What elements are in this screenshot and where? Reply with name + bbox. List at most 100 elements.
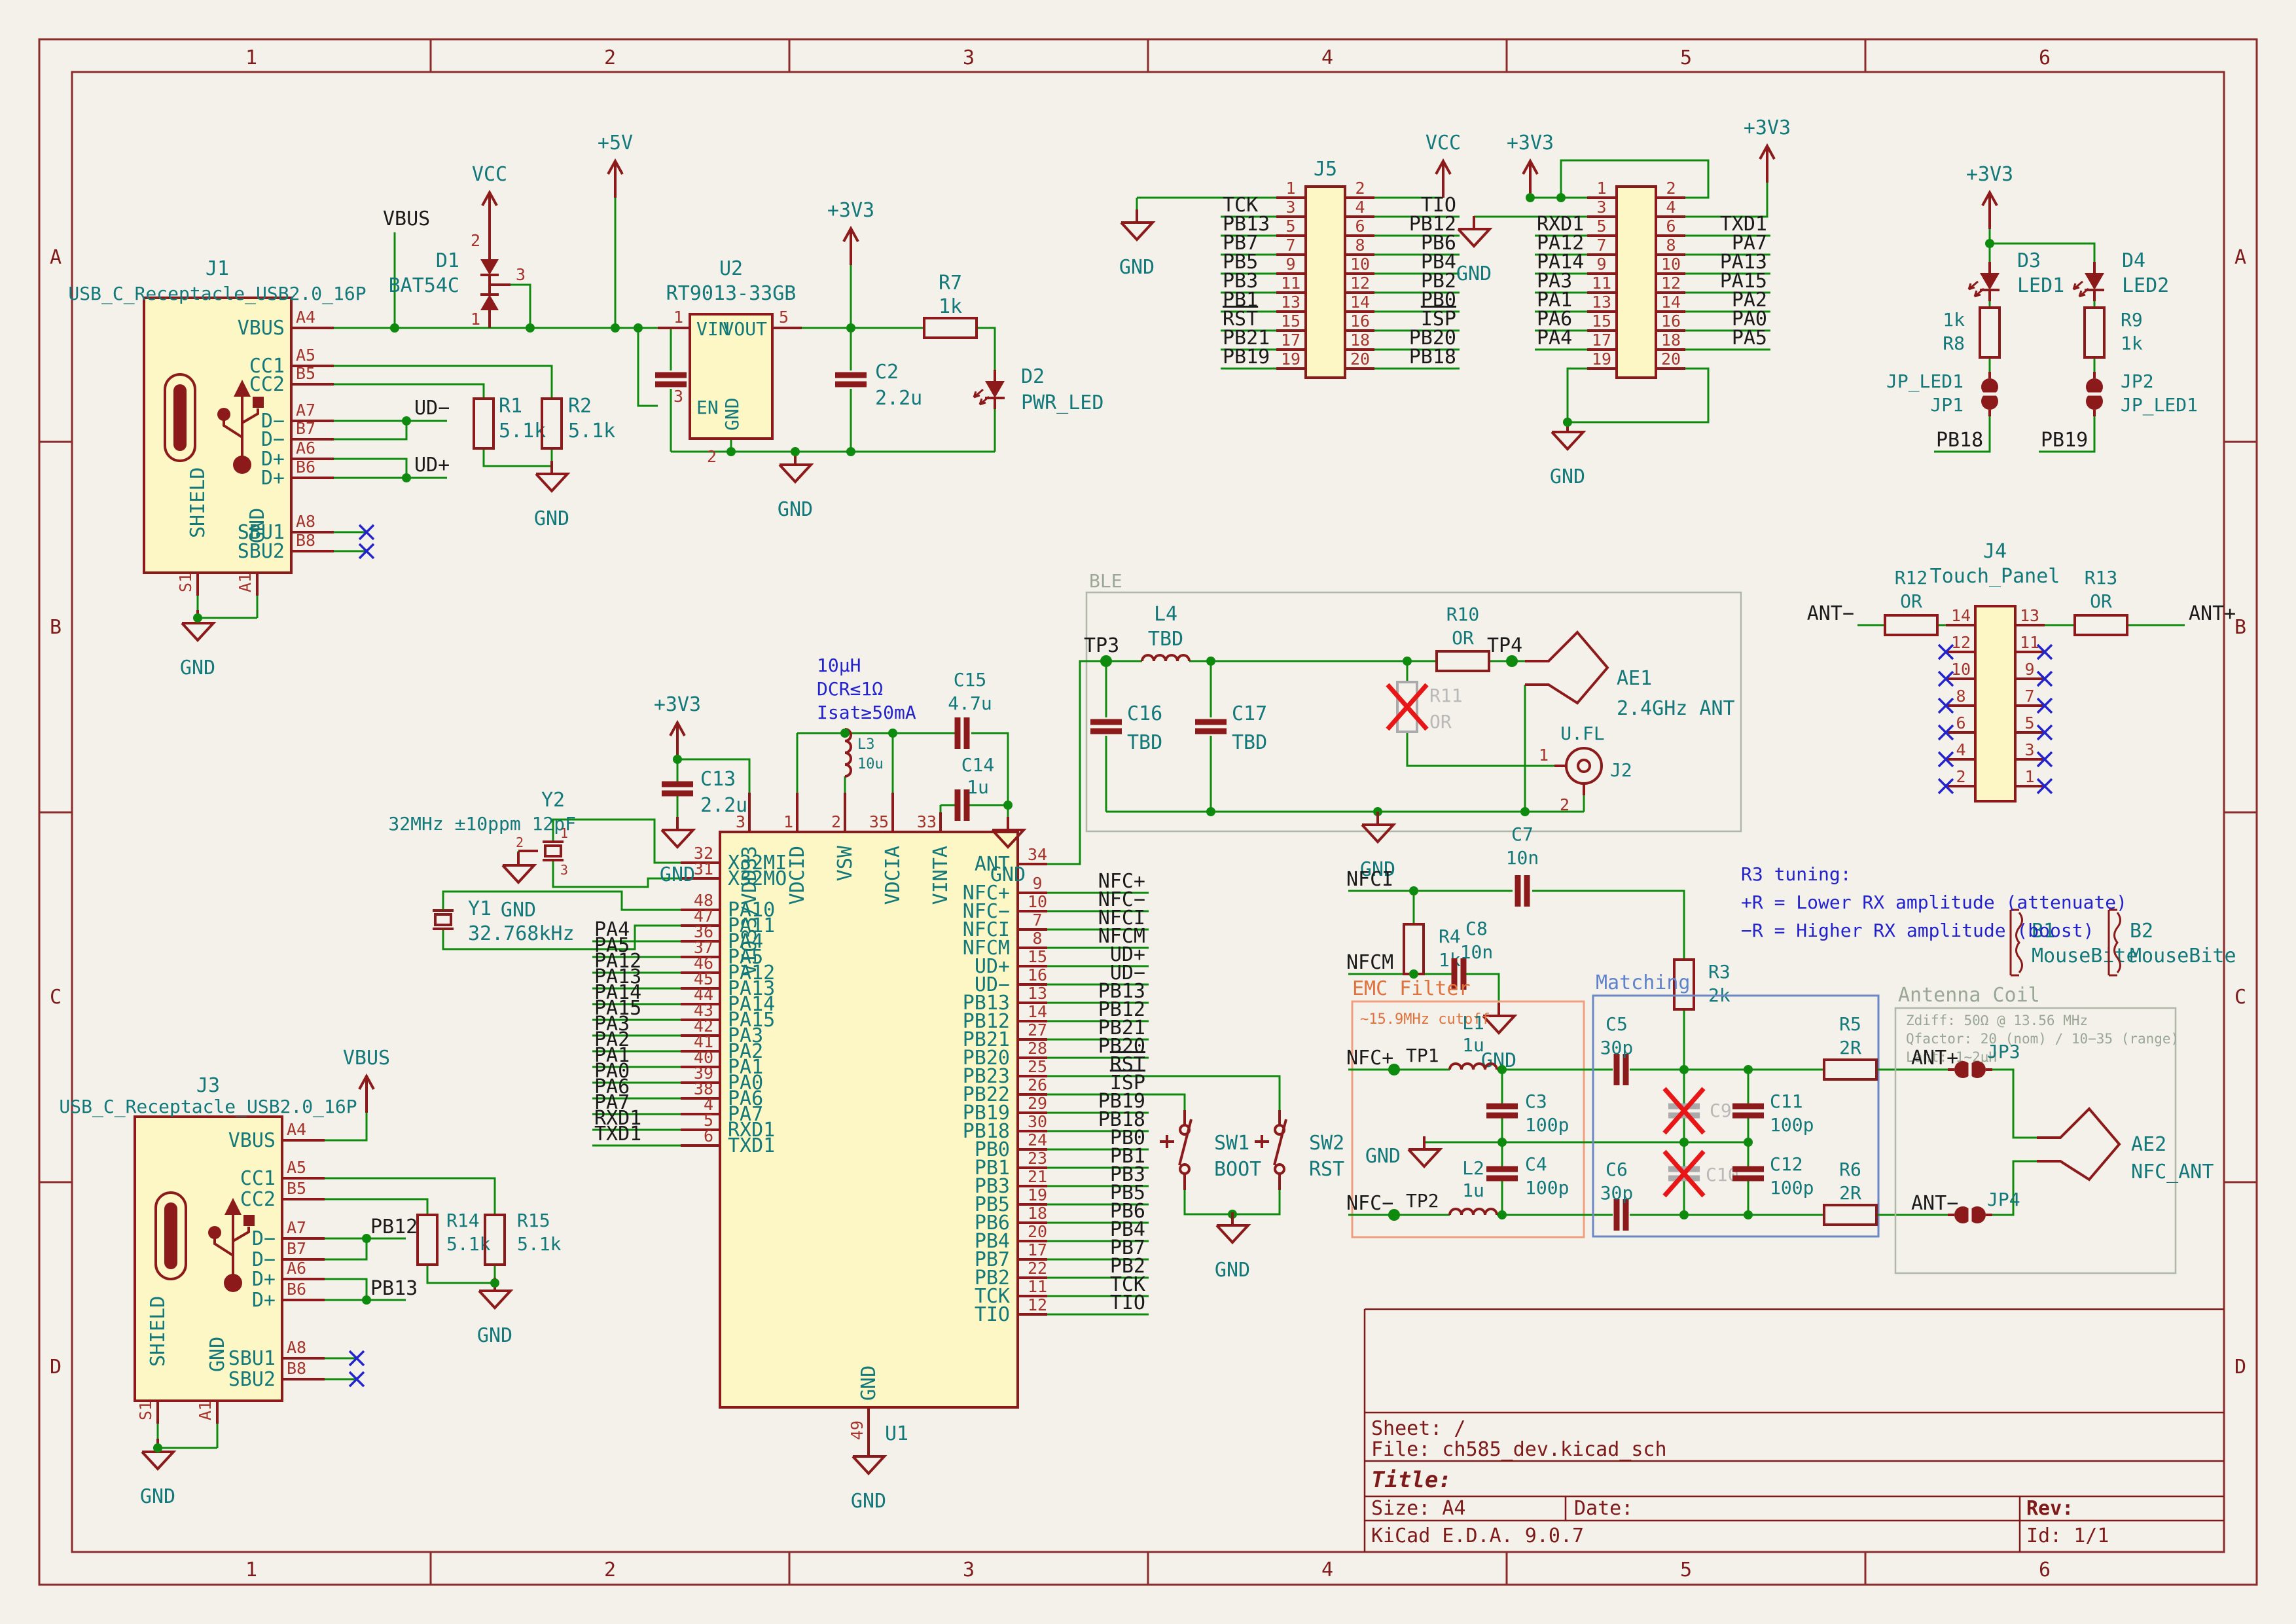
nfc-tuning-section[interactable]: NFCI NFCM C7 10n R4 1k C8 10n R3 2k GND … xyxy=(1346,823,2127,1072)
ae1-value: 2.4GHz ANT xyxy=(1617,697,1735,720)
j4-pin-num: 12 xyxy=(1951,633,1971,652)
u2-pin-num: 1 xyxy=(673,308,683,327)
component-j5[interactable]: J5 1 3 5 7 9 11 13 15 17 19 2 4 6 8 10 1… xyxy=(1276,158,1374,379)
matching-title: Matching xyxy=(1596,971,1691,994)
frame-col: 4 xyxy=(1321,1559,1333,1581)
u1-left-name: PA14 xyxy=(728,993,775,1016)
component-u2[interactable]: U2 RT9013-33GB VIN VOUT EN GND 1 3 5 2 xyxy=(658,257,802,466)
emc-title: EMC Filter xyxy=(1352,977,1471,1000)
u1-right-num: 11 xyxy=(1028,1277,1047,1296)
component-u1[interactable]: U1 3 1 2 35 33 VIO33/VDD33 VDCID VSW VDC… xyxy=(681,793,1047,1447)
component-r1[interactable]: R1 5.1k xyxy=(473,395,546,450)
net-label: NFC+ xyxy=(1346,1047,1393,1070)
c3-ref: C3 xyxy=(1525,1091,1547,1112)
h2-pin-num: 20 xyxy=(1661,350,1681,369)
component-header2[interactable]: 1 3 5 7 9 11 13 15 17 19 2 4 6 8 10 12 1… xyxy=(1587,179,1685,379)
u1-right-name: UD+ xyxy=(975,955,1010,978)
j5-pin-num: 19 xyxy=(1281,350,1300,369)
component-j4[interactable]: J4 Touch_Panel 14 12 10 8 6 4 2 13 11 9 … xyxy=(1930,540,2060,803)
power-label: VCC xyxy=(1426,132,1461,154)
component-j1[interactable]: J1 USB_C_Receptacle_USB2.0_16P VBUS CC1 … xyxy=(68,257,367,596)
c2-ref: C2 xyxy=(875,361,899,384)
h2-pin-num: 17 xyxy=(1592,331,1611,350)
coil-title: Antenna Coil xyxy=(1898,984,2040,1007)
led-section[interactable]: +3V3 D3 LED1 D4 LED2 1k R8 R9 1k JP_LED1… xyxy=(1886,163,2198,453)
emc-filter-section[interactable]: EMC Filter ~15.9MHz cutoff NFC+ NFC− TP1… xyxy=(1346,977,1748,1238)
j1-pin-name: D− xyxy=(261,428,285,451)
j1-s1: S1 xyxy=(176,573,195,592)
frame-col: 4 xyxy=(1321,46,1333,69)
j3-shield: SHIELD xyxy=(147,1296,170,1367)
mousebites[interactable]: B1 MouseBite B2 MouseBite xyxy=(2009,909,2236,977)
tp3-label: TP3 xyxy=(1084,634,1119,657)
component-r2[interactable]: R2 5.1k xyxy=(541,395,615,450)
tb-date: Date: xyxy=(1574,1497,1633,1520)
h2-pin-num: 13 xyxy=(1592,293,1611,312)
component-r7[interactable]: R7 1k xyxy=(923,272,978,339)
net-label: PA2 xyxy=(594,1028,630,1051)
u1-right-num: 20 xyxy=(1028,1222,1047,1241)
frame-row: D xyxy=(2234,1356,2246,1379)
r12-ref: R12 xyxy=(1895,567,1928,588)
component-c2[interactable]: C2 2.2u xyxy=(835,361,922,410)
h2-pin-num: 16 xyxy=(1661,312,1681,331)
frame-col: 1 xyxy=(245,46,257,69)
net-label: RST xyxy=(1110,1053,1145,1076)
h2-pin-num: 12 xyxy=(1661,274,1681,293)
component-y2[interactable]: Y2 32MHz ±10ppm 12pF 1 2 3 GND xyxy=(388,789,576,922)
h2-pin-num: 1 xyxy=(1596,179,1606,198)
u1-right-num: 23 xyxy=(1028,1149,1047,1168)
sw1-value: BOOT xyxy=(1214,1158,1261,1181)
component-j3[interactable]: J3 USB_C_Receptacle_USB2.0_16P VBUS CC1 … xyxy=(59,1074,357,1424)
r3-note: −R = Higher RX amplitude (boost) xyxy=(1741,920,2094,941)
net-label: PB6 xyxy=(1421,232,1456,255)
j3-pin-name: VBUS xyxy=(228,1129,276,1152)
matching-section[interactable]: Matching C5 30p C6 30p C9 C10 C11 100p C… xyxy=(1592,971,1924,1238)
net-label: ANT− xyxy=(1807,602,1854,625)
net-label: PB3 xyxy=(1223,270,1258,293)
gnd-label: GND xyxy=(534,507,569,530)
u2-pin-name: EN xyxy=(696,397,719,418)
c15-value: 4.7u xyxy=(948,693,992,714)
j2-value: U.FL xyxy=(1560,723,1604,744)
u1-right-name: PB5 xyxy=(975,1193,1010,1216)
j5-pin-num: 15 xyxy=(1281,312,1300,331)
net-label: UD+ xyxy=(414,454,450,477)
h2-pin-num: 19 xyxy=(1592,350,1611,369)
b2-value: MouseBite xyxy=(2130,945,2236,967)
j4-pin-num: 8 xyxy=(1956,687,1965,706)
c6-ref: C6 xyxy=(1605,1159,1628,1180)
tb-size: Size: A4 xyxy=(1371,1497,1466,1520)
j5-ref: J5 xyxy=(1314,158,1337,181)
component-d1[interactable]: D1 BAT54C 2 3 1 xyxy=(389,229,526,329)
net-label: PB7 xyxy=(1110,1236,1145,1259)
frame-col: 1 xyxy=(245,1559,257,1581)
j2-pin: 1 xyxy=(1539,746,1549,765)
u1-left-num: 6 xyxy=(704,1127,713,1146)
u1-right-name: PB0 xyxy=(975,1138,1010,1161)
component-d2[interactable]: D2 PWR_LED xyxy=(973,365,1103,414)
frame-col: 3 xyxy=(963,46,975,69)
j1-pin-name: D− xyxy=(261,410,285,433)
j4-pin-num: 2 xyxy=(1956,767,1965,786)
tb-tool: KiCad E.D.A. 9.0.7 xyxy=(1371,1525,1584,1547)
u2-pin-num: 5 xyxy=(779,308,789,327)
net-label: PA0 xyxy=(1732,308,1767,331)
gnd-label: GND xyxy=(851,1490,886,1513)
component-y1[interactable]: Y1 32.768kHz xyxy=(431,897,575,945)
j3-pin-name: SBU2 xyxy=(228,1368,276,1391)
j4-pin-num: 7 xyxy=(2024,687,2034,706)
r4-value: 1k xyxy=(1439,949,1461,971)
b1-value: MouseBite xyxy=(2032,945,2138,967)
j4-value: Touch_Panel xyxy=(1930,565,2060,588)
ble-section[interactable]: BLE TP3 TP4 L4 TBD C16 TBD C17 TBD R10 O… xyxy=(1047,570,1742,881)
gnd-label: GND xyxy=(1360,858,1395,881)
c14-ref: C14 xyxy=(961,754,995,776)
j3-ref: J3 xyxy=(196,1074,220,1097)
antenna-coil-section[interactable]: Antenna Coil Zdiff: 50Ω @ 13.56 MHz Qfac… xyxy=(1894,984,2214,1274)
h2-pin-num: 8 xyxy=(1666,236,1676,255)
net-label: PB20 xyxy=(1409,327,1456,350)
net-label: PA15 xyxy=(1720,270,1767,293)
power-label: +3V3 xyxy=(1744,117,1791,139)
j1-pin-num: B8 xyxy=(296,531,315,550)
